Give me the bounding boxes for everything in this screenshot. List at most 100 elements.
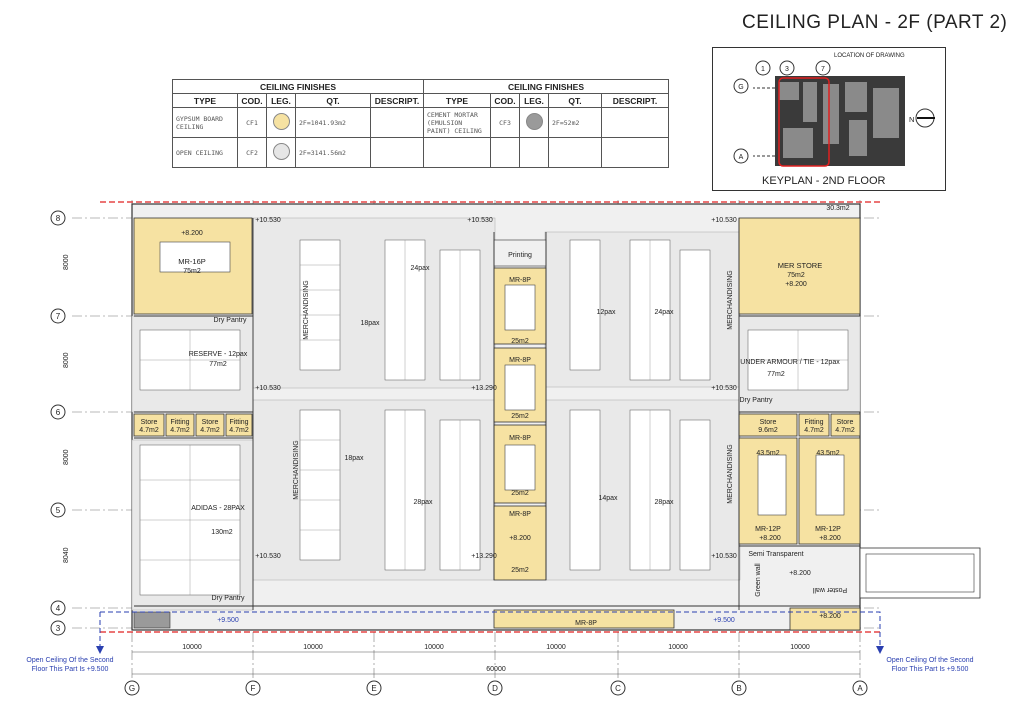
room-area: 25m2 — [511, 567, 529, 574]
level-label: +10.530 — [711, 553, 737, 560]
keyplan-grid-label: A — [739, 154, 744, 161]
finish-type: OPEN CEILING — [172, 137, 238, 168]
arrow-down-icon — [96, 646, 104, 654]
location-label: LOCATION OF DRAWING — [834, 53, 905, 59]
room-label: RESERVE - 12pax — [189, 351, 248, 358]
room-label: MERCHANDISING — [303, 280, 310, 340]
col-dim: 10000 — [182, 644, 202, 651]
room-label: MERCHANDISING — [293, 440, 300, 500]
keyplan-drawing: G A 1 3 7 N — [733, 60, 935, 167]
col-dim: 10000 — [303, 644, 323, 651]
col-dimensions: 10000 10000 10000 10000 10000 10000 6000… — [182, 644, 810, 673]
room-area: 130m2 — [211, 529, 233, 536]
room-label: Dry Pantry — [213, 317, 247, 324]
room-area: 4.7m2 — [229, 427, 249, 434]
room-area: 4.7m2 — [804, 427, 824, 434]
room-area: 4.7m2 — [835, 427, 855, 434]
level-label: +9.500 — [217, 617, 239, 624]
keyplan-grid-bubble — [755, 60, 771, 76]
pax-label: 24pax — [410, 265, 430, 272]
keyplan-grid-bubble — [733, 148, 749, 164]
finish-type: CEMENT MORTAR (EMULSION PAINT) CEILING — [423, 107, 491, 138]
room-label: Store — [202, 419, 219, 426]
room-label: Fitting — [229, 419, 248, 426]
open-ceiling-note: Floor This Part Is +9.500 — [32, 666, 109, 673]
room-label: MR-16P — [178, 257, 206, 266]
grid-col-label: F — [251, 684, 256, 693]
level-label: +10.530 — [255, 553, 281, 560]
room-area: 43.5m2 — [756, 450, 779, 457]
room-label: Semi Transparent — [748, 551, 803, 558]
room-printing — [493, 239, 547, 267]
room-area: 77m2 — [767, 371, 785, 378]
gypsum-swatch-icon — [272, 113, 290, 130]
level-label: +10.530 — [711, 385, 737, 392]
finish-legend — [266, 107, 296, 138]
finish-type: GYPSUM BOARD CEILING — [172, 107, 238, 138]
finish-qt: 2F=52m2 — [548, 107, 602, 138]
row-dimensions: 8000 8000 8000 8040 — [63, 254, 70, 563]
row-dim: 8000 — [63, 352, 70, 368]
total-dim: 60000 — [486, 666, 506, 673]
room-label: Dry Pantry — [211, 595, 245, 602]
room-area: 4.7m2 — [139, 427, 159, 434]
finish-empty — [548, 137, 602, 168]
room-label: MR-8P — [509, 435, 531, 442]
col-dim: 10000 — [546, 644, 566, 651]
finish-empty — [423, 137, 491, 168]
cement-swatch-icon — [525, 113, 543, 130]
room-labels: +8.200 MR-16P 75m2 Dry Pantry RESERVE - … — [139, 205, 855, 627]
open-ceiling-note: Open Ceiling Of the Second — [26, 657, 113, 664]
grid-col-label: B — [736, 684, 741, 693]
room-label: MR-12P — [755, 526, 781, 533]
room-label: Green wall — [755, 563, 762, 597]
room-label: MR-8P — [575, 620, 597, 627]
room-store-right2 — [830, 413, 861, 437]
level-label: +8.200 — [181, 230, 203, 237]
keyplan-grid-bubble — [733, 78, 749, 94]
open-ceiling-swatch-icon — [272, 143, 290, 160]
room-fitting-right — [798, 413, 830, 437]
row-bubbles: 8 7 6 5 4 3 — [50, 210, 66, 636]
finish-legend — [266, 137, 296, 168]
keyplan-grid-bubble — [815, 60, 831, 76]
desk-lines — [140, 240, 848, 595]
room-area: 30.3m2 — [826, 205, 849, 212]
pax-label: 24pax — [654, 309, 674, 316]
keyplan-grid-label: 3 — [785, 66, 789, 73]
pax-label: 28pax — [654, 499, 674, 506]
room-label: Printing — [508, 252, 532, 259]
room-label: MERCHANDISING — [727, 270, 734, 330]
grid-col-label: G — [129, 684, 135, 693]
finish-code: CF3 — [490, 107, 520, 138]
keyplan-grid-label: 1 — [761, 66, 765, 73]
grid-row-label: 4 — [56, 604, 61, 613]
grid-row-label: 8 — [56, 214, 61, 223]
row-dim: 8040 — [63, 547, 70, 563]
pax-label: 12pax — [596, 309, 616, 316]
room-label: Fitting — [804, 419, 823, 426]
room-label: ADIDAS - 28PAX — [191, 505, 245, 512]
finish-empty — [490, 137, 520, 168]
row-dim: 8000 — [63, 254, 70, 270]
level-label: +10.530 — [467, 217, 493, 224]
col-dim: 10000 — [790, 644, 810, 651]
grid-col-label: A — [857, 684, 863, 693]
room-label: Fitting — [170, 419, 189, 426]
room-label: MER STORE — [778, 261, 822, 270]
room-area: 77m2 — [209, 361, 227, 368]
room-bottom-right — [789, 607, 861, 631]
meeting-tables — [159, 241, 845, 516]
room-area: 4.7m2 — [200, 427, 220, 434]
finish-legend — [519, 107, 549, 138]
partitions — [134, 218, 860, 610]
col-dim: 10000 — [668, 644, 688, 651]
pax-label: 28pax — [413, 499, 433, 506]
annex — [859, 547, 981, 599]
finish-empty — [601, 137, 669, 168]
room-label: UNDER ARMOUR / TIE - 12pax — [740, 359, 840, 366]
grid-row-label: 5 — [56, 506, 61, 515]
room-label: Store — [141, 419, 158, 426]
grid-col-label: D — [492, 684, 498, 693]
grid-row-label: 3 — [56, 624, 61, 633]
